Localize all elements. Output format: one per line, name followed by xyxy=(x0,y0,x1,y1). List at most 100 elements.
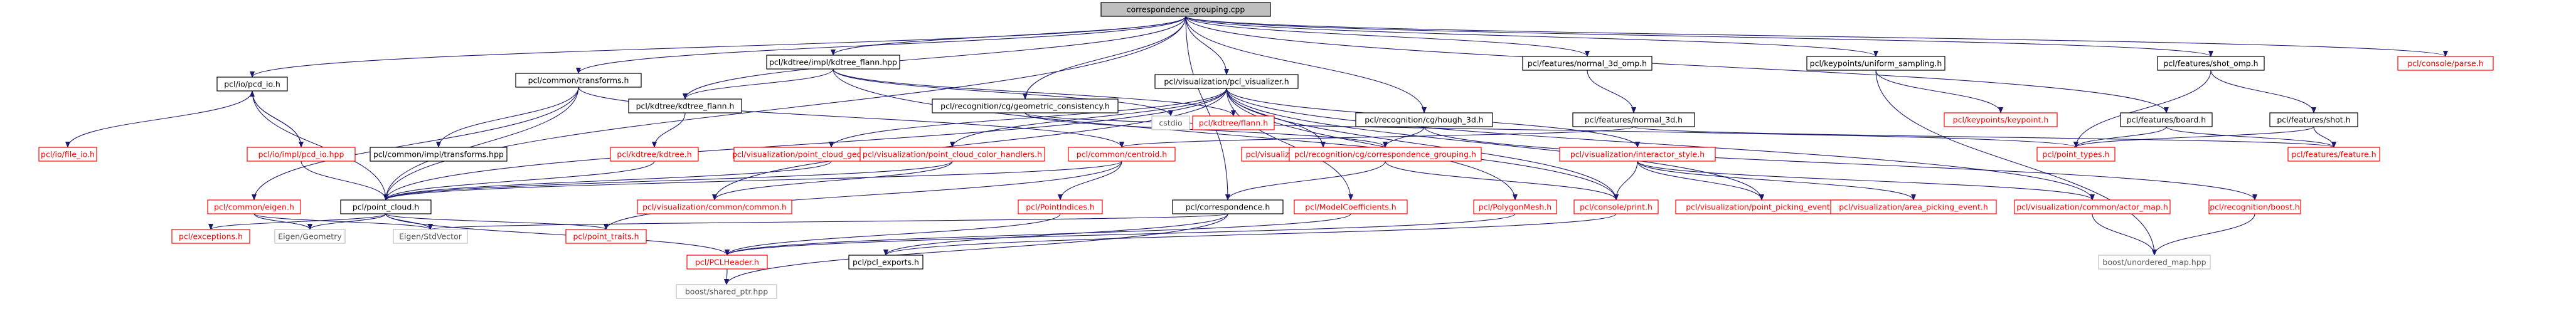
edge-kdtree_impl_flann-to-console_print xyxy=(833,68,1619,201)
node-label: pcl/exceptions.h xyxy=(179,232,243,241)
node-cstdio: cstdio xyxy=(1151,115,1190,130)
node-box xyxy=(860,147,1045,162)
node-kdtree-impl-flann[interactable]: pcl/kdtree/impl/kdtree_flann.hpp xyxy=(766,55,900,70)
node-box xyxy=(1355,112,1493,127)
edge-uniform_sampling-to-boost_unordered_map xyxy=(1875,70,2157,256)
node-box xyxy=(2098,255,2211,270)
edge-features_shot-to-features_feature xyxy=(2313,126,2336,148)
node-box xyxy=(676,284,777,299)
edge-root-to-common_transforms xyxy=(576,16,1186,74)
node-keypoint-h[interactable]: pcl/keypoints/keypoint.h xyxy=(1944,112,2058,127)
node-geo-consistency[interactable]: pcl/recognition/cg/geometric_consistency… xyxy=(932,98,1119,113)
edge-pcl_visualizer-to-point_cloud xyxy=(383,88,1227,201)
node-box xyxy=(171,229,250,244)
edge-point_cloud-to-eigen_geometry xyxy=(307,213,386,230)
node-label: pcl/io/file_io.h xyxy=(41,150,95,159)
node-common-eigen[interactable]: pcl/common/eigen.h xyxy=(207,199,301,214)
edge-root-to-correspondence xyxy=(1185,16,1230,201)
edge-cg_grouping-to-correspondence xyxy=(1225,161,1386,201)
node-point-picking-event[interactable]: pcl/visualization/point_picking_event.h xyxy=(1675,199,1848,214)
node-box xyxy=(637,199,792,214)
edge-pcd_io_impl-to-point_cloud xyxy=(301,161,388,201)
node-label: pcl/keypoints/keypoint.h xyxy=(1953,115,2049,125)
edge-common_transforms-to-centroid xyxy=(578,87,1124,148)
node-point-cloud[interactable]: pcl/point_cloud.h xyxy=(340,199,432,214)
node-eigen-stdvector: Eigen/StdVector xyxy=(393,229,468,244)
node-pcl-visualizer[interactable]: pcl/visualization/pcl_visualizer.h xyxy=(1154,74,1299,89)
node-uniform-sampling[interactable]: pcl/keypoints/uniform_sampling.h xyxy=(1806,56,1945,71)
edge-point_cloud-to-point_traits xyxy=(385,213,609,230)
node-box xyxy=(1559,147,1716,162)
node-pcl-exports[interactable]: pcl/pcl_exports.h xyxy=(848,255,923,270)
node-label: pcl/recognition/cg/hough_3d.h xyxy=(1365,115,1483,125)
edge-pcl_visualizer-to-actor_map xyxy=(1226,88,2095,201)
node-hough-3d[interactable]: pcl/recognition/cg/hough_3d.h xyxy=(1355,112,1493,127)
node-label: pcl/recognition/boost.h xyxy=(2210,203,2300,212)
node-label: pcl/kdtree/kdtree_flann.h xyxy=(636,102,735,111)
node-polygon-mesh[interactable]: pcl/PolygonMesh.h xyxy=(1473,199,1557,214)
node-pcl-header[interactable]: pcl/PCLHeader.h xyxy=(686,255,768,270)
edge-pcl_visualizer-to-pcch xyxy=(950,88,1227,148)
node-features-feature[interactable]: pcl/features/feature.h xyxy=(2287,147,2380,162)
node-recognition-boost[interactable]: pcl/recognition/boost.h xyxy=(2208,199,2301,214)
node-vis-common-common[interactable]: pcl/visualization/common/common.h xyxy=(637,199,792,214)
node-pcd-io-impl[interactable]: pcl/io/impl/pcd_io.hpp xyxy=(247,147,356,162)
node-point-traits[interactable]: pcl/point_traits.h xyxy=(565,229,647,244)
node-box xyxy=(1806,56,1945,71)
node-area-picking-event[interactable]: pcl/visualization/area_picking_event.h xyxy=(1830,199,1997,214)
edge-centroid-to-point_traits xyxy=(604,161,1122,230)
node-features-shot[interactable]: pcl/features/shot.h xyxy=(2269,112,2358,127)
node-common-impl-transforms[interactable]: pcl/common/impl/transforms.hpp xyxy=(370,147,508,162)
node-kdtree-flann[interactable]: pcl/kdtree/kdtree_flann.h xyxy=(628,98,742,113)
node-normal-3d-omp[interactable]: pcl/features/normal_3d_omp.h xyxy=(1522,56,1653,71)
node-box xyxy=(1172,199,1284,214)
node-io-file-io[interactable]: pcl/io/file_io.h xyxy=(38,147,97,162)
node-box xyxy=(610,147,699,162)
node-shot-omp[interactable]: pcl/features/shot_omp.h xyxy=(2157,56,2265,71)
edge-kdtree_impl_flann-to-kdtree_flann xyxy=(683,68,834,100)
node-box xyxy=(2208,199,2301,214)
node-console-print[interactable]: pcl/console/print.h xyxy=(1573,199,1659,214)
node-model-coeffs[interactable]: pcl/ModelCoefficients.h xyxy=(1294,199,1408,214)
edge-interactor_style-to-point_picking_event xyxy=(1637,161,1764,201)
edge-normal_3d-to-features_feature xyxy=(1633,126,2336,148)
edge-root-to-console_parse xyxy=(1185,16,2448,57)
node-box xyxy=(1068,147,1176,162)
edge-pcd_io_impl-to-pcd_io xyxy=(250,90,302,148)
node-console-parse[interactable]: pcl/console/parse.h xyxy=(2397,56,2494,71)
node-label: boost/unordered_map.hpp xyxy=(2102,258,2206,267)
edge-root-to-features_board xyxy=(1185,16,2169,113)
node-label: pcl/point_traits.h xyxy=(573,232,639,241)
node-point-indices[interactable]: pcl/PointIndices.h xyxy=(1018,199,1103,214)
edge-common_transforms-to-common_eigen xyxy=(252,87,579,201)
edge-features_shot-to-point_types xyxy=(2073,126,2314,148)
node-label: pcl/features/normal_3d.h xyxy=(1585,115,1683,125)
node-box xyxy=(1294,199,1408,214)
node-box xyxy=(207,199,301,214)
node-cg-grouping[interactable]: pcl/recognition/cg/correspondence_groupi… xyxy=(1289,147,1482,162)
node-kdtree-h[interactable]: pcl/kdtree/kdtree.h xyxy=(610,147,699,162)
node-flann-h[interactable]: pcl/kdtree/flann.h xyxy=(1192,115,1275,130)
edge-correspondence-to-boost_shared_ptr xyxy=(724,213,1228,285)
node-root[interactable]: correspondence_grouping.cpp xyxy=(1100,2,1271,17)
node-normal-3d[interactable]: pcl/features/normal_3d.h xyxy=(1572,112,1695,127)
node-exceptions[interactable]: pcl/exceptions.h xyxy=(171,229,250,244)
node-centroid[interactable]: pcl/common/centroid.h xyxy=(1068,147,1176,162)
node-box xyxy=(370,147,508,162)
node-pcch[interactable]: pcl/visualization/point_cloud_color_hand… xyxy=(860,147,1045,162)
node-label: pcl/features/board.h xyxy=(2127,115,2206,125)
node-label: pcl/features/shot.h xyxy=(2277,115,2350,125)
node-point-types[interactable]: pcl/point_types.h xyxy=(2036,147,2116,162)
edge-root-to-point_cloud xyxy=(383,16,1186,201)
node-actor-map[interactable]: pcl/visualization/common/actor_map.h xyxy=(2014,199,2171,214)
edge-console_print-to-pcl_exports xyxy=(883,213,1617,256)
node-correspondence[interactable]: pcl/correspondence.h xyxy=(1172,199,1284,214)
edge-normal_3d_omp-to-normal_3d xyxy=(1587,70,1636,113)
node-interactor-style[interactable]: pcl/visualization/interactor_style.h xyxy=(1559,147,1716,162)
node-features-board[interactable]: pcl/features/board.h xyxy=(2120,112,2213,127)
node-box xyxy=(515,73,642,88)
node-common-transforms[interactable]: pcl/common/transforms.h xyxy=(515,73,642,88)
node-box xyxy=(340,199,432,214)
node-box xyxy=(1018,199,1103,214)
node-pcd-io[interactable]: pcl/io/pcd_io.h xyxy=(216,76,288,92)
